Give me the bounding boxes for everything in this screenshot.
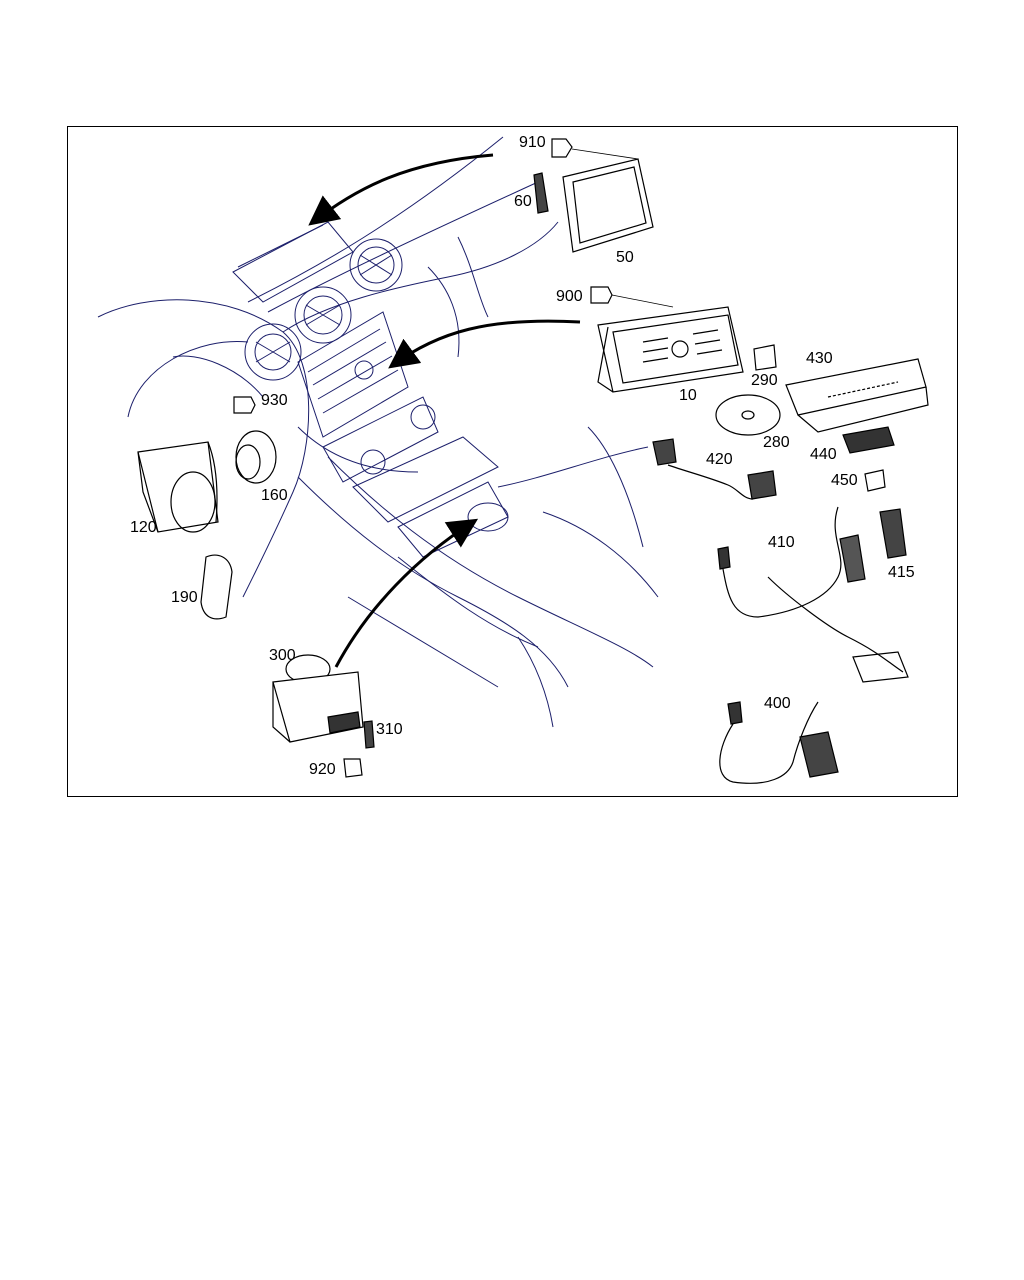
callout-290: 290 [751, 372, 778, 389]
arrow-head-unit [388, 319, 581, 369]
callout-50: 50 [616, 249, 634, 266]
arrow-controller [334, 518, 479, 668]
clip-415 [879, 508, 907, 559]
disc-280 [715, 394, 781, 436]
tag-900 [590, 286, 613, 304]
tag-930 [233, 396, 256, 414]
callout-920: 920 [309, 761, 336, 778]
callout-120: 120 [130, 519, 157, 536]
callout-440: 440 [810, 446, 837, 463]
callout-60: 60 [514, 193, 532, 210]
callout-160: 160 [261, 487, 288, 504]
cable-400 [719, 701, 839, 784]
display-unit-50 [562, 158, 654, 253]
tag-910 [551, 138, 573, 158]
exploded-parts-diagram [97, 136, 929, 784]
callout-190: 190 [171, 589, 198, 606]
callout-410: 410 [768, 534, 795, 551]
bracket-120 [137, 441, 219, 533]
callout-910: 910 [519, 134, 546, 151]
clip-450 [864, 469, 886, 492]
cable-410 [717, 506, 909, 683]
callout-900: 900 [556, 288, 583, 305]
tag-920 [343, 758, 363, 778]
knob-160 [235, 430, 277, 484]
arrow-display [308, 153, 494, 226]
diagram-frame: 910 60 50 900 10 290 430 280 930 420 440… [67, 126, 958, 797]
callout-310: 310 [376, 721, 403, 738]
callout-415: 415 [888, 564, 915, 581]
callout-430: 430 [806, 350, 833, 367]
callout-420: 420 [706, 451, 733, 468]
callout-300: 300 [269, 647, 296, 664]
card-290 [753, 344, 777, 371]
callout-10: 10 [679, 387, 697, 404]
cable-420 [652, 438, 777, 500]
callout-280: 280 [763, 434, 790, 451]
cover-190 [200, 554, 233, 620]
screw-60 [533, 172, 549, 214]
controller-300 [272, 654, 364, 743]
head-unit-10 [597, 306, 744, 393]
callout-400: 400 [764, 695, 791, 712]
connector-440 [842, 426, 895, 454]
usb-module-430 [785, 358, 929, 433]
callout-450: 450 [831, 472, 858, 489]
dashboard-line-art [97, 136, 659, 728]
screw-310 [363, 720, 375, 749]
parts [137, 138, 929, 784]
callout-930: 930 [261, 392, 288, 409]
assembly-arrows [308, 153, 581, 668]
